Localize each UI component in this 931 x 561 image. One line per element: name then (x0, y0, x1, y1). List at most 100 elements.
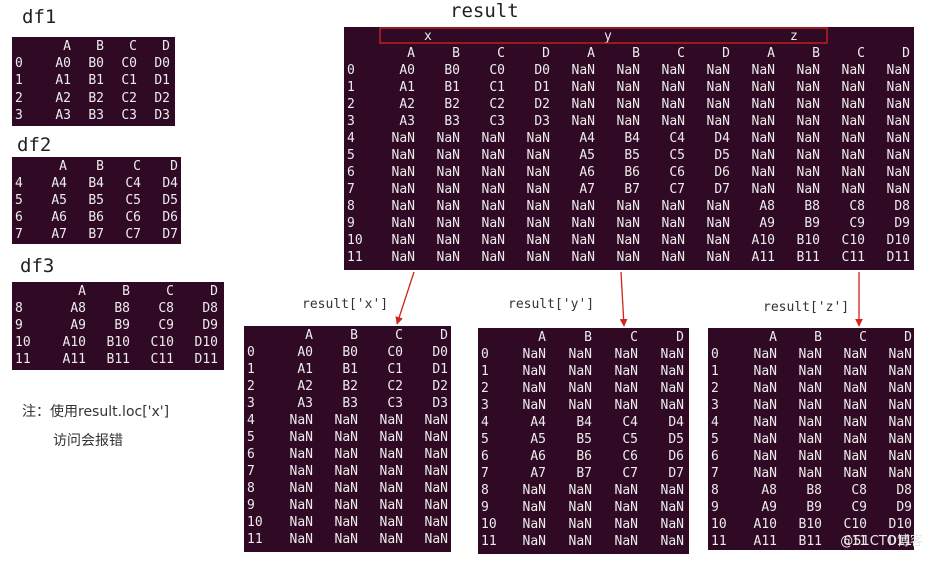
cell: NaN (424, 464, 448, 479)
cell: D (170, 159, 178, 174)
cell: A7 (579, 182, 595, 197)
cell: B10 (798, 517, 822, 532)
cell: NaN (843, 466, 867, 481)
cell: D3 (534, 114, 550, 129)
row-index: 4 (481, 415, 489, 430)
cell: D (904, 330, 912, 345)
cell: A5 (51, 193, 67, 208)
cell: NaN (706, 216, 730, 231)
row-index: 2 (247, 379, 255, 394)
cell: NaN (886, 80, 910, 95)
row-index: 4 (247, 413, 255, 428)
row-index: 7 (347, 182, 355, 197)
cell: D (440, 328, 448, 343)
key-highlight-box (379, 27, 828, 44)
cell: C7 (125, 227, 141, 242)
cell: B11 (796, 250, 820, 265)
cell: NaN (568, 534, 592, 549)
cell: NaN (841, 114, 865, 129)
cell: C4 (125, 176, 141, 191)
cell: NaN (661, 80, 685, 95)
row-index: 7 (15, 227, 23, 242)
cell: D10 (194, 335, 218, 350)
cell: D (542, 46, 550, 61)
cell: NaN (886, 131, 910, 146)
cell: D7 (714, 182, 730, 197)
cell: NaN (568, 398, 592, 413)
cell: NaN (571, 114, 595, 129)
cell: NaN (706, 114, 730, 129)
cell: NaN (796, 97, 820, 112)
row-index: 0 (481, 347, 489, 362)
cell: NaN (843, 398, 867, 413)
cell: A2 (297, 379, 313, 394)
cell: C1 (489, 80, 505, 95)
watermark: @51CTO博客 (840, 534, 923, 549)
cell: D11 (194, 352, 218, 367)
cell: C1 (121, 73, 137, 89)
cell: NaN (660, 364, 684, 379)
cell: NaN (661, 97, 685, 112)
row-index: 2 (711, 381, 719, 396)
cell: A3 (399, 114, 415, 129)
cell: NaN (391, 233, 415, 248)
cell: A10 (62, 335, 86, 350)
cell: C (395, 328, 403, 343)
cell: A6 (51, 210, 67, 225)
row-index: 1 (347, 80, 355, 95)
cell: NaN (661, 63, 685, 78)
cell: NaN (661, 114, 685, 129)
cell: D2 (534, 97, 550, 112)
result-x-label: result['x'] (302, 297, 389, 312)
cell: B6 (88, 210, 104, 225)
cell: NaN (614, 398, 638, 413)
cell: NaN (526, 250, 550, 265)
cell: NaN (614, 534, 638, 549)
cell: NaN (481, 165, 505, 180)
cell: A7 (51, 227, 67, 242)
cell: D (162, 39, 170, 55)
cell: NaN (379, 430, 403, 445)
cell: NaN (391, 199, 415, 214)
cell: NaN (888, 415, 912, 430)
row-index: 1 (247, 362, 255, 377)
cell: NaN (522, 500, 546, 515)
cell: NaN (334, 430, 358, 445)
cell: NaN (798, 347, 822, 362)
cell: C3 (489, 114, 505, 129)
cell: NaN (379, 464, 403, 479)
cell: NaN (751, 182, 775, 197)
cell: NaN (751, 114, 775, 129)
cell: A8 (70, 301, 86, 316)
cell: A4 (579, 131, 595, 146)
row-index: 8 (247, 481, 255, 496)
cell: NaN (334, 481, 358, 496)
cell: A0 (297, 345, 313, 360)
cell: NaN (706, 63, 730, 78)
cell: NaN (522, 517, 546, 532)
cell: NaN (660, 347, 684, 362)
row-index: 9 (347, 216, 355, 231)
cell: NaN (798, 432, 822, 447)
cell: C2 (387, 379, 403, 394)
cell: B11 (798, 534, 822, 549)
cell: C8 (158, 301, 174, 316)
row-index: 0 (347, 63, 355, 78)
cell: B2 (88, 90, 104, 106)
cell: NaN (571, 216, 595, 231)
cell: B1 (88, 73, 104, 89)
cell: NaN (753, 364, 777, 379)
cell: NaN (843, 415, 867, 430)
